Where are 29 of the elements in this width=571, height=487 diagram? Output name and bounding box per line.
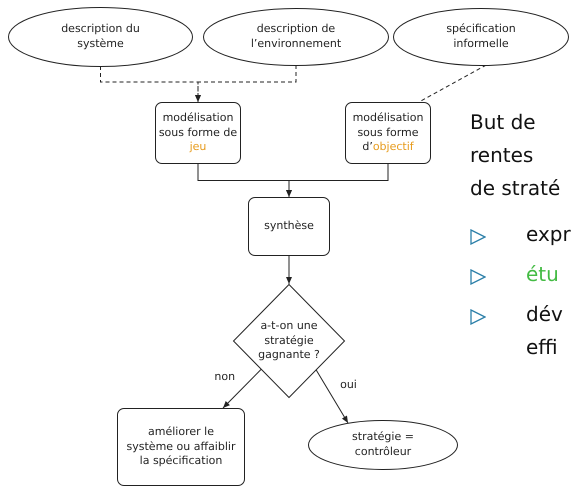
dashed-connector [195, 64, 296, 102]
ellipse-node [203, 8, 389, 66]
ellipse-node [8, 7, 193, 67]
bullet-text: dév [526, 302, 563, 326]
node-text: améliorer le système ou affaiblir la spécification [126, 424, 236, 470]
node-text: a-t-on une stratégie gagnante ? [257, 318, 321, 364]
node-text: stratégie = contrôleur [351, 430, 415, 460]
node-text: description de l’environnement [250, 22, 342, 52]
process-box [248, 197, 330, 256]
node-text: modélisation sous forme de jeu [158, 110, 238, 156]
node-text: synthèse [263, 219, 315, 234]
body-text: rentes [470, 143, 534, 167]
body-text: But de [470, 110, 536, 134]
process-box [117, 408, 245, 486]
ellipse-node [308, 420, 458, 470]
edge-label: oui [339, 378, 358, 391]
bullet-text: expr [526, 222, 571, 246]
node-text: spécification informelle [445, 22, 517, 52]
node-text: description du système [60, 22, 141, 52]
body-text: de straté [470, 176, 560, 200]
arrow [286, 256, 292, 284]
process-box [155, 102, 241, 164]
dashed-connector [418, 64, 487, 102]
bullet-text: étu [526, 262, 559, 286]
body-text: effi [526, 335, 558, 359]
node-text: modélisation sous forme d’objectif [352, 110, 424, 156]
arrow [286, 164, 388, 198]
ellipse-node [393, 8, 569, 66]
process-box [345, 102, 431, 164]
